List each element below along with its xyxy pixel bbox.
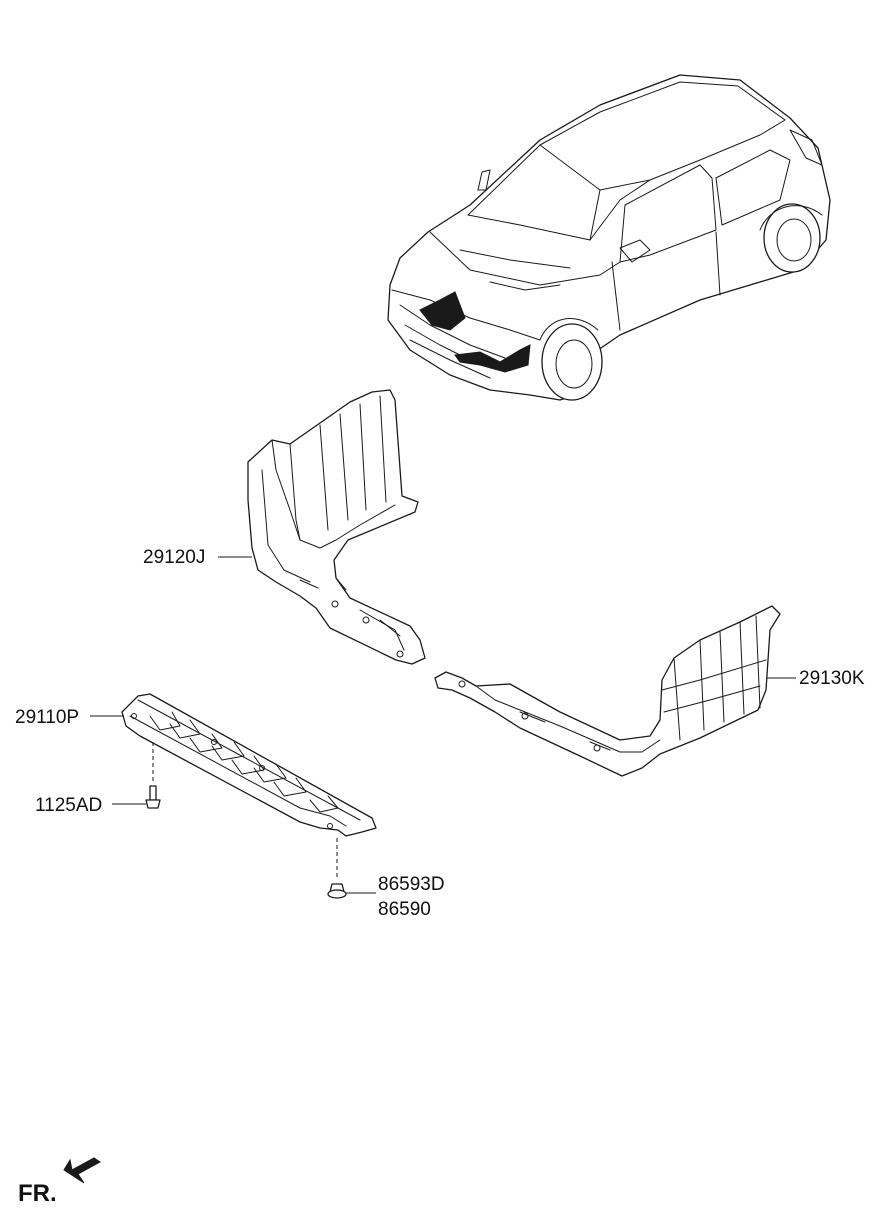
label-29120J: 29120J <box>143 547 206 568</box>
front-direction-arrow-icon <box>63 1157 101 1184</box>
part-29120J-shape <box>247 389 426 665</box>
part-29110P-shape <box>121 693 377 837</box>
label-1125AD: 1125AD <box>35 795 103 816</box>
label-29130K: 29130K <box>799 668 865 689</box>
front-direction-label: FR. <box>18 1180 57 1207</box>
bolt-1125AD-shape <box>145 742 161 809</box>
clip-86593D-shape <box>327 838 347 899</box>
label-86593D: 86593D <box>378 874 445 895</box>
label-86590: 86590 <box>378 899 431 920</box>
vehicle-illustration <box>387 74 831 401</box>
part-29130K-shape <box>434 605 781 777</box>
label-29110P: 29110P <box>15 707 80 728</box>
